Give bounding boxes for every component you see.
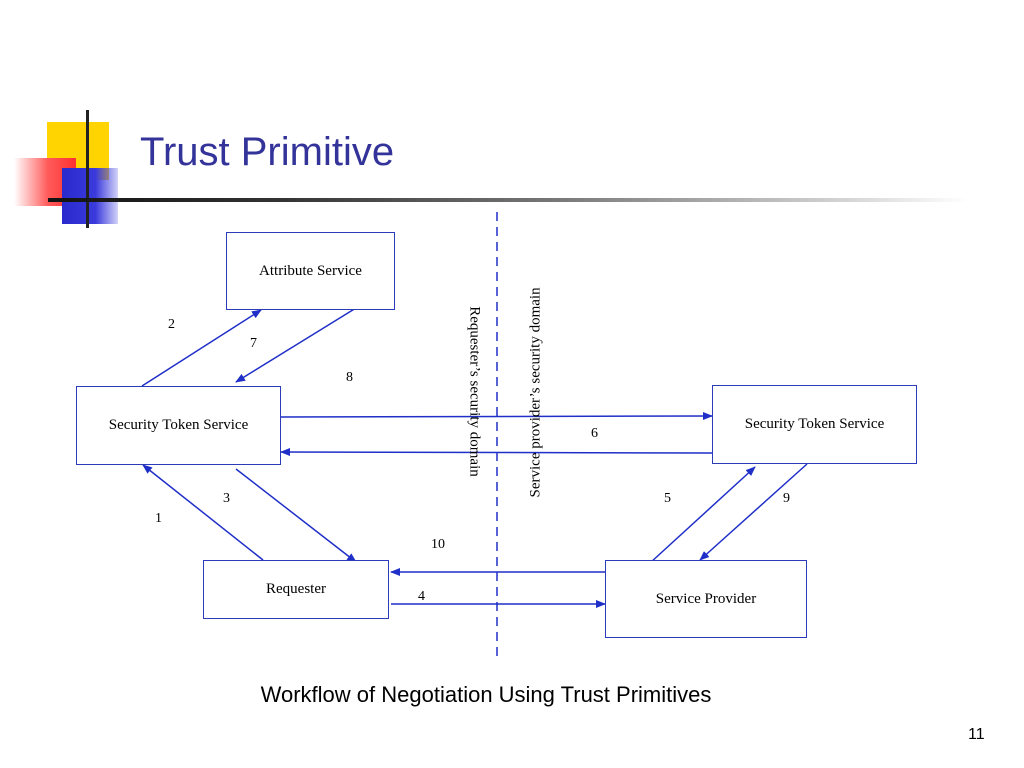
attribute-service-node: Attribute Service	[226, 232, 395, 310]
page-number: 11	[968, 726, 985, 743]
arrow-step-2	[141, 309, 262, 387]
service-provider-node: Service Provider	[605, 560, 807, 638]
step-label-2: 2	[168, 317, 175, 332]
requester-sts-label: Security Token Service	[108, 417, 249, 433]
logo-vertical-rule	[86, 110, 89, 228]
provider-domain-label: Service provider’s security domain	[527, 287, 544, 498]
step-label-6: 6	[591, 426, 598, 441]
arrow-step-7	[235, 307, 357, 383]
step-label-3: 3	[223, 491, 230, 506]
arrow-step-6	[280, 448, 713, 457]
provider-sts-label: Security Token Service	[744, 416, 885, 432]
arrow-step-3	[235, 468, 357, 563]
slide-title: Trust Primitive	[140, 130, 395, 174]
requester-label: Requester	[266, 581, 326, 597]
arrow-step-1	[142, 464, 264, 561]
step-label-8: 8	[346, 370, 353, 385]
requester-node: Requester	[203, 560, 389, 619]
arrow-step-5	[649, 466, 756, 564]
step-label-9: 9	[783, 491, 790, 506]
service-provider-label: Service Provider	[655, 590, 757, 607]
logo-blue-square	[62, 168, 118, 224]
arrow-step-8	[280, 412, 713, 421]
figure-caption: Workflow of Negotiation Using Trust Prim…	[260, 682, 712, 707]
provider-sts-node: Security Token Service	[712, 385, 917, 464]
title-underline	[48, 198, 968, 202]
step-label-1: 1	[155, 511, 162, 526]
step-label-4: 4	[418, 589, 425, 604]
step-label-7: 7	[250, 336, 257, 351]
requester-domain-label: Requester’s security domain	[466, 306, 483, 477]
arrow-step-9	[699, 463, 808, 561]
attribute-service-label: Attribute Service	[259, 262, 362, 279]
step-label-10: 10	[431, 537, 445, 552]
step-label-5: 5	[664, 491, 671, 506]
requester-sts-node: Security Token Service	[76, 386, 281, 465]
